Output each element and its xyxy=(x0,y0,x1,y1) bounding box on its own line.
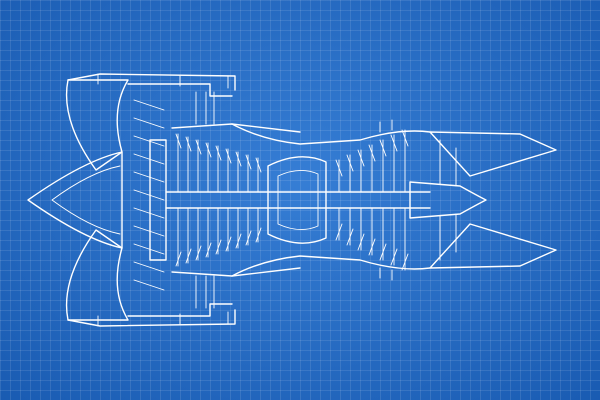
outlet-guide-vanes xyxy=(195,91,215,309)
rear-mount xyxy=(379,119,393,281)
compressor-blade xyxy=(185,136,192,152)
turbine-stages xyxy=(335,129,409,271)
fan-blade xyxy=(133,189,165,201)
exhaust-struts xyxy=(439,139,457,261)
compressor-blade xyxy=(245,230,252,246)
compressor-stages xyxy=(175,133,262,267)
combustor-liner xyxy=(277,170,319,230)
compressor-blade xyxy=(195,245,202,261)
splitter-upper xyxy=(171,123,301,133)
nacelle-flange xyxy=(97,73,229,327)
nacelle-lip-upper xyxy=(65,79,129,171)
compressor-blade xyxy=(255,157,262,173)
fan-blade xyxy=(133,117,165,129)
combustor-chamber xyxy=(267,156,327,244)
compressor-blade xyxy=(175,133,182,149)
fan-blade xyxy=(133,243,165,255)
exhaust-plug xyxy=(409,181,487,219)
compressor-blade xyxy=(225,236,232,252)
compressor-blade xyxy=(235,233,242,249)
fan-blade xyxy=(133,99,165,111)
fan-blade xyxy=(133,135,165,147)
fan-blade xyxy=(133,153,165,165)
compressor-blade xyxy=(255,227,262,243)
compressor-blade xyxy=(215,145,222,161)
splitter-lower xyxy=(171,267,301,277)
fan-blade xyxy=(133,261,165,273)
main-shaft xyxy=(165,191,431,209)
nacelle-outer-upper xyxy=(67,73,236,91)
fan-disk xyxy=(149,139,167,261)
spinner-inner xyxy=(51,165,121,235)
compressor-blade xyxy=(225,148,232,164)
compressor-blade xyxy=(175,251,182,267)
nacelle-lip-lower xyxy=(65,229,129,321)
exhaust-nozzle-upper xyxy=(429,131,557,177)
fan-blade xyxy=(133,225,165,237)
fan-casing-lower xyxy=(127,303,233,317)
compressor-blade xyxy=(215,239,222,255)
fan-blade xyxy=(133,171,165,183)
fan-blade xyxy=(133,207,165,219)
fan-blade xyxy=(133,279,165,291)
exhaust-nozzle-lower xyxy=(429,223,557,269)
compressor-blade xyxy=(205,142,212,158)
core-casing-upper xyxy=(231,123,431,145)
compressor-blade xyxy=(185,248,192,264)
compressor-blade xyxy=(205,242,212,258)
fan-casing-upper xyxy=(127,83,233,97)
compressor-blade xyxy=(235,151,242,167)
fan-blade-group xyxy=(133,99,165,291)
compressor-blade xyxy=(195,139,202,155)
nacelle-outer-lower xyxy=(67,309,236,327)
core-casing-lower xyxy=(231,255,431,277)
spinner-cone xyxy=(27,151,123,249)
compressor-blade xyxy=(245,154,252,170)
